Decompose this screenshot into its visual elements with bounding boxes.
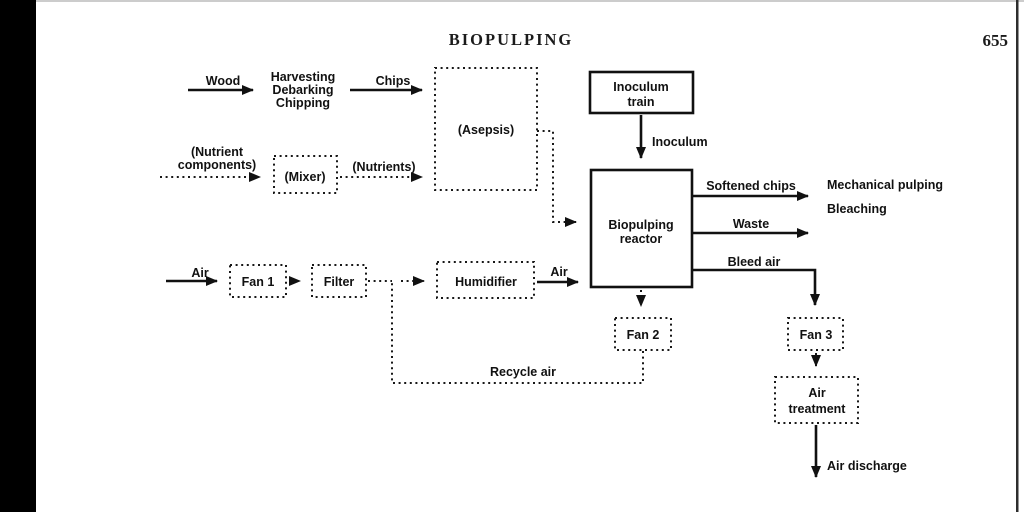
air-discharge-label: Air discharge (827, 459, 907, 473)
filter-label: Filter (324, 275, 355, 289)
inoculum-train-box (588, 70, 695, 115)
nutrient-components-label-line1: (Nutrient (191, 145, 244, 159)
nutrient-components-label-line2: components) (178, 158, 256, 172)
chips-label: Chips (376, 74, 411, 88)
recycle-air-label: Recycle air (490, 365, 556, 379)
page-top-hairline (36, 0, 1024, 2)
wood-label: Wood (206, 74, 240, 88)
bleed-air-label: Bleed air (728, 255, 781, 269)
air-treatment-label-line1: Air (808, 386, 826, 400)
asepsis-label: (Asepsis) (458, 123, 514, 137)
page-title: BIOPULPING (449, 30, 574, 49)
bleed-air-line (693, 268, 820, 306)
page-left-black-bar (0, 0, 36, 512)
mechanical-pulping-label: Mechanical pulping (827, 178, 943, 192)
fan3-label: Fan 3 (800, 328, 833, 342)
filter-box (311, 264, 367, 298)
inoculum-train-label-line1: Inoculum (613, 80, 669, 94)
bleaching-label: Bleaching (827, 202, 887, 216)
biopulping-reactor-box (589, 168, 694, 289)
humidifier-box (436, 261, 535, 299)
page-right-rule (1016, 0, 1019, 512)
waste-label: Waste (733, 217, 769, 231)
fan3-box (787, 317, 844, 351)
air-treatment-label-line2: treatment (789, 402, 847, 416)
humidifier-label: Humidifier (455, 275, 517, 289)
inoculum-label: Inoculum (652, 135, 708, 149)
mixer-label: (Mixer) (285, 170, 326, 184)
asepsis-to-reactor-line (537, 130, 577, 227)
softened-chips-label: Softened chips (706, 179, 796, 193)
fan2-box (614, 317, 672, 351)
fan2-label: Fan 2 (627, 328, 660, 342)
harvesting-label-line2: Debarking (272, 83, 333, 97)
harvesting-label-line1: Harvesting (271, 70, 336, 84)
fan1-label: Fan 1 (242, 275, 275, 289)
asepsis-box (434, 67, 538, 191)
air-in-label: Air (191, 266, 209, 280)
inoculum-train-label-line2: train (627, 95, 654, 109)
nutrients-label: (Nutrients) (352, 160, 415, 174)
air-treatment-box (774, 376, 859, 424)
fan1-box (229, 264, 287, 298)
air-humidified-label: Air (550, 265, 568, 279)
harvesting-label-line3: Chipping (276, 96, 330, 110)
recycle-air-line (391, 283, 644, 384)
reactor-label-line2: reactor (620, 232, 663, 246)
reactor-label-line1: Biopulping (608, 218, 673, 232)
page-number: 655 (983, 31, 1009, 50)
